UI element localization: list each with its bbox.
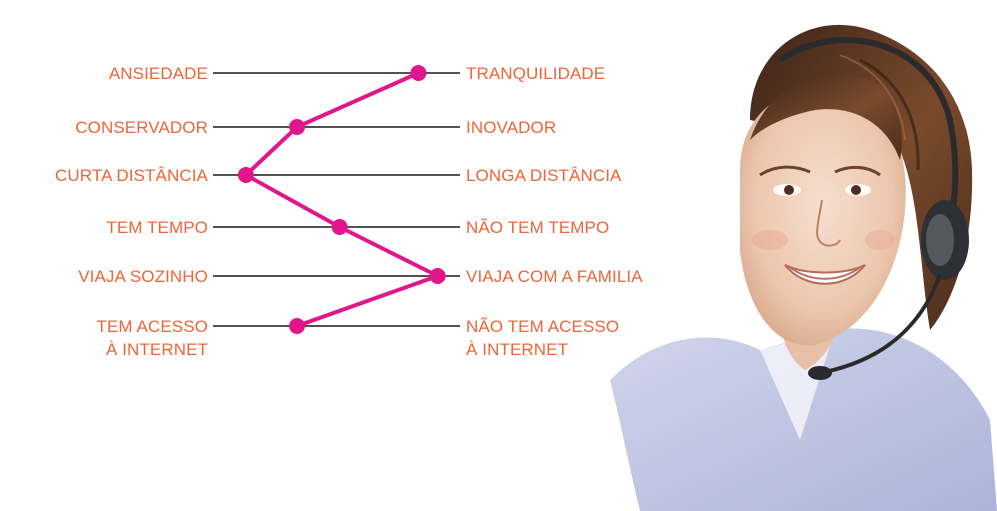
left-label-4: VIAJA SOZINHO	[78, 265, 208, 288]
right-label-line: INOVADOR	[466, 118, 557, 137]
profile-marker-0	[410, 65, 427, 81]
right-label-line: VIAJA COM A FAMILIA	[466, 267, 643, 286]
right-label-line: À INTERNET	[466, 340, 569, 359]
profile-line	[243, 71, 440, 328]
right-label-5: NÃO TEM ACESSO À INTERNET	[466, 315, 619, 361]
left-label-1: CONSERVADOR	[75, 116, 208, 139]
left-label-line: CURTA DISTÂNCIA	[55, 166, 208, 185]
right-label-line: LONGA DISTÂNCIA	[466, 166, 622, 185]
left-label-0: ANSIEDADE	[109, 62, 208, 85]
right-label-1: INOVADOR	[466, 116, 556, 139]
left-label-5: TEM ACESSO À INTERNET	[96, 315, 208, 361]
headset-band	[778, 37, 959, 221]
left-label-2: CURTA DISTÂNCIA	[55, 164, 208, 187]
left-label-line: TEM TEMPO	[106, 218, 208, 237]
left-label-line: VIAJA SOZINHO	[78, 267, 208, 286]
left-label-line: À INTERNET	[105, 340, 208, 359]
right-label-line: NÃO TEM TEMPO	[466, 218, 610, 237]
profile-marker-5	[289, 318, 306, 334]
right-label-line: NÃO TEM ACESSO	[466, 317, 620, 336]
profile-marker-2	[237, 167, 254, 183]
profile-marker-3	[331, 219, 348, 235]
right-label-3: NÃO TEM TEMPO	[466, 216, 609, 239]
woman-headset-illustration	[610, 24, 997, 511]
headset-mic-boom	[824, 274, 942, 374]
right-label-line: TRANQUILIDADE	[466, 64, 606, 83]
left-label-3: TEM TEMPO	[106, 216, 208, 239]
left-label-line: CONSERVADOR	[75, 118, 208, 137]
face-shape	[740, 88, 906, 346]
left-label-line: ANSIEDADE	[108, 64, 208, 83]
profile-marker-1	[289, 119, 306, 135]
right-label-4: VIAJA COM A FAMILIA	[466, 265, 643, 288]
right-label-2: LONGA DISTÂNCIA	[466, 164, 621, 187]
profile-marker-4	[429, 268, 446, 284]
right-label-0: TRANQUILIDADE	[466, 62, 605, 85]
left-label-line: TEM ACESSO	[96, 317, 208, 336]
